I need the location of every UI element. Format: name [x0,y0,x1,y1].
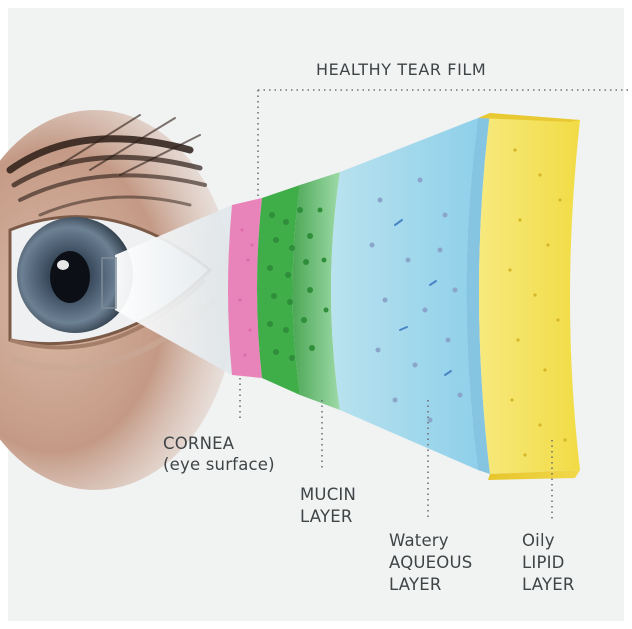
lipid-label-line3: LAYER [522,575,575,594]
diagram-title: HEALTHY TEAR FILM [316,60,486,79]
mucin-label-line1: MUCIN [300,485,356,504]
aqueous-label-line1: Watery [389,531,449,550]
aqueous-layer [331,118,478,470]
lipid-label-line2: LIPID [522,553,565,572]
cornea-layer [228,198,262,378]
lipid-layer [479,113,580,474]
lipid-label-line1: Oily [522,531,555,550]
cornea-label-line2: (eye surface) [163,455,275,474]
aqueous-label-line2: AQUEOUS [389,553,472,572]
mucin-label-line2: LAYER [300,507,353,526]
cornea-label-line1: CORNEA [163,434,234,453]
aqueous-label-line3: LAYER [389,575,442,594]
